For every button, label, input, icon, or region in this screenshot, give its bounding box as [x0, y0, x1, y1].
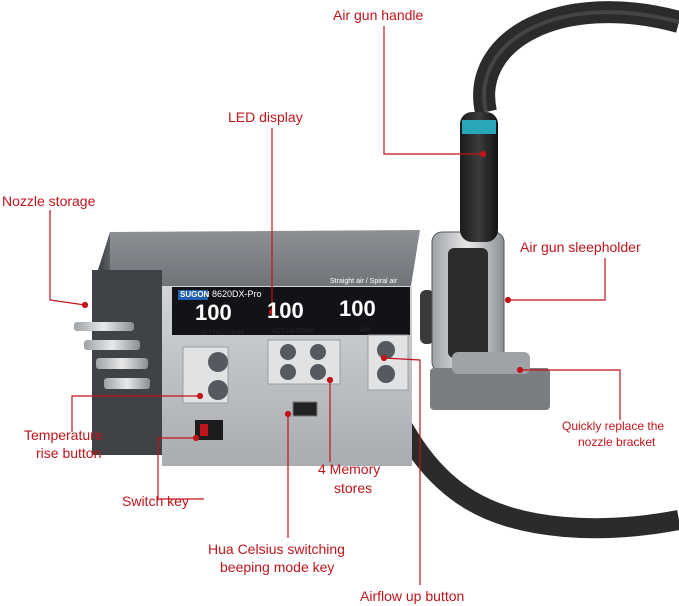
display-label-setting: SETTING/TEMP [200, 331, 245, 337]
callout-airflow-up: Airflow up button [360, 588, 465, 604]
callout-memory-2: stores [334, 480, 373, 496]
display-label-actual: ACTUAL/TEMP [272, 329, 315, 335]
brand-badge [178, 290, 208, 300]
callout-nozzle-bracket-2: nozzle bracket [578, 435, 656, 449]
memory-panel [267, 339, 341, 385]
temp-up-button [208, 352, 228, 372]
callout-hua-2: beeping mode key [220, 559, 335, 575]
gun-handle [460, 112, 498, 242]
callout-air-gun-handle: Air gun handle [333, 7, 424, 23]
display-label-air: AIR [360, 328, 371, 334]
callout-air-gun-sleepholder: Air gun sleepholder [520, 239, 641, 255]
temp-down-button [208, 380, 228, 400]
brand-label: SUGON [180, 290, 210, 299]
power-switch [195, 420, 223, 440]
station-top [98, 230, 420, 292]
sleepholder [420, 231, 550, 410]
display-actual-temp: 100 [267, 298, 304, 323]
model-label: 8620DX-Pro [212, 289, 262, 299]
callout-switch-key: Switch key [122, 493, 189, 509]
front-hose [376, 389, 679, 539]
callout-temp-rise-2: rise button [36, 445, 102, 461]
nozzle-storage [74, 322, 150, 389]
nozzle-bracket [452, 352, 530, 374]
display-air: 100 [339, 296, 376, 321]
display-setting-temp: 100 [195, 300, 232, 325]
callout-hua-1: Hua Celsius switching [208, 541, 345, 557]
airflow-down-button [377, 365, 395, 383]
callout-led-display: LED display [228, 109, 303, 125]
callout-nozzle-storage: Nozzle storage [2, 193, 96, 209]
panel-caption: Straight air / Spiral air [330, 278, 398, 285]
callout-memory-1: 4 Memory [318, 461, 381, 477]
leader-lines [49, 26, 621, 585]
callout-nozzle-bracket-1: Quickly replace the [562, 419, 665, 433]
air-hose [473, 1, 679, 115]
airflow-up-button [377, 341, 395, 359]
mode-key [292, 401, 318, 417]
gun-ring [462, 120, 496, 134]
callout-temp-rise-1: Temperature [24, 427, 103, 443]
display-strip [172, 287, 410, 335]
